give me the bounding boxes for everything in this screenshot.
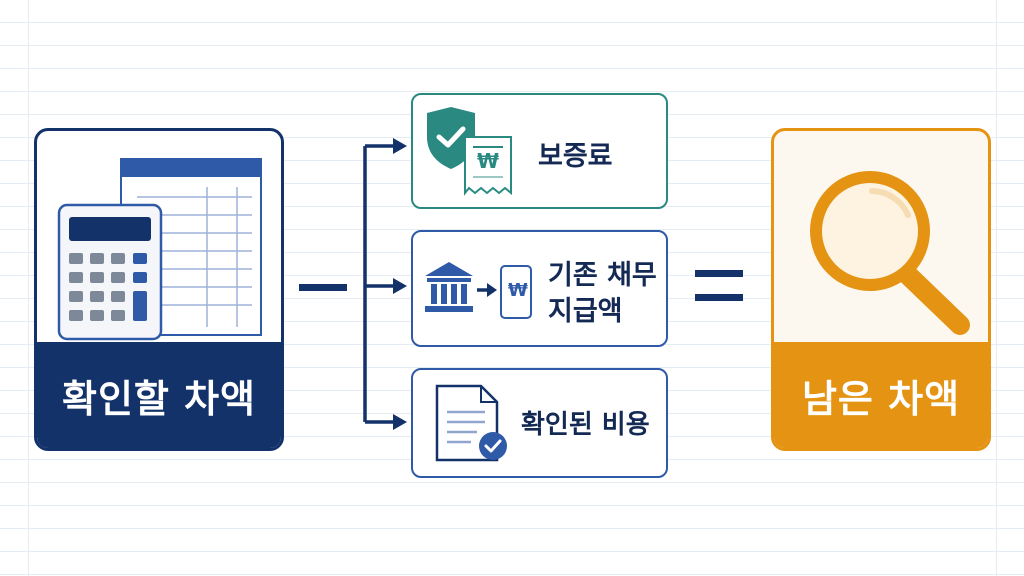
existing-debt-payment-label: 기존 채무 지급액 <box>548 258 663 330</box>
existing-debt-label-line2: 지급액 <box>548 296 623 327</box>
existing-debt-label-line1: 기존 채무 <box>548 260 657 291</box>
currency-symbol: ₩ <box>477 149 500 173</box>
confirmed-expenses-label: 확인된 비용 <box>521 410 650 440</box>
grid-line <box>28 0 29 576</box>
document-check-icon <box>435 384 507 462</box>
difference-to-check-label: 확인할 차액 <box>61 376 257 421</box>
branch-connector <box>363 138 407 430</box>
bank-transfer-icon <box>425 262 532 319</box>
difference-to-check-footer: 확인할 차액 <box>37 342 281 448</box>
grid-line <box>996 0 997 576</box>
confirmed-expenses-card: 확인된 비용 <box>411 368 668 478</box>
minus-icon <box>299 284 347 291</box>
magnifier-icon <box>810 171 970 335</box>
remaining-difference-label: 남은 차액 <box>801 376 961 421</box>
calculator-spreadsheet-icon <box>57 158 262 341</box>
remaining-difference-panel: 남은 차액 <box>771 128 991 451</box>
remaining-difference-footer: 남은 차액 <box>774 342 988 448</box>
existing-debt-payment-card: ₩ 기존 채무 지급액 <box>411 230 668 347</box>
shield-receipt-icon <box>427 107 512 196</box>
difference-to-check-panel: 확인할 차액 <box>34 128 284 451</box>
currency-symbol: ₩ <box>508 280 528 301</box>
guarantee-fee-label: 보증료 <box>538 141 613 172</box>
equals-icon <box>695 270 743 301</box>
guarantee-fee-card: ₩ 보증료 <box>411 93 668 209</box>
